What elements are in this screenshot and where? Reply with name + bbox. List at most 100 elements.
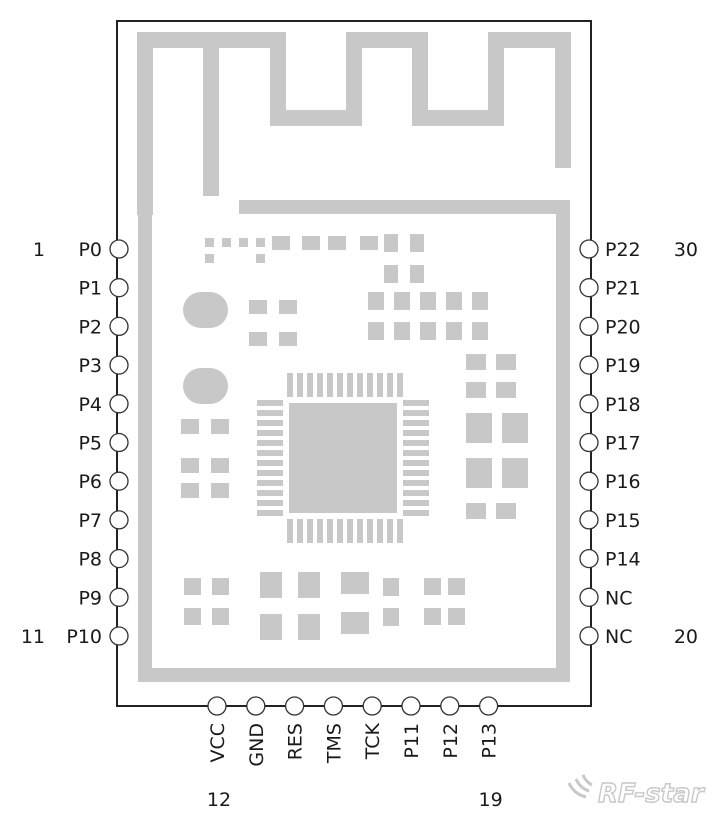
component-pad xyxy=(466,382,486,398)
ic-pin xyxy=(403,430,429,436)
ic-pin xyxy=(257,480,283,486)
left-pin-label: P2 xyxy=(78,316,102,338)
left-pin-pad xyxy=(109,432,129,453)
bottom-pin-label: P11 xyxy=(401,723,423,759)
component-pad xyxy=(446,292,462,310)
ic-pin xyxy=(357,519,363,543)
ic-pin xyxy=(257,450,283,456)
ic-pin xyxy=(297,373,303,397)
component-pad xyxy=(496,354,516,370)
main-ic-chip xyxy=(257,373,429,543)
ic-pin xyxy=(403,490,429,496)
ic-pin xyxy=(297,519,303,543)
right-pin-label: NC xyxy=(605,587,632,609)
right-pin-label: NC xyxy=(605,626,632,648)
component-pad xyxy=(181,419,199,434)
component-pad xyxy=(328,236,346,250)
ic-pin xyxy=(377,373,383,397)
ic-pin xyxy=(403,410,429,416)
left-pin-label: P8 xyxy=(78,549,102,571)
left-pin-label: P1 xyxy=(78,278,102,300)
component-pad xyxy=(184,608,201,625)
crystal-pad xyxy=(183,292,228,328)
ic-pin xyxy=(403,440,429,446)
right-pin-pad xyxy=(579,239,599,259)
bottom-pin-label: RES xyxy=(285,723,307,760)
right-pin-pad xyxy=(579,355,599,375)
ic-pin xyxy=(367,373,373,397)
ic-pin xyxy=(337,373,343,397)
left-pin-label: P4 xyxy=(78,394,102,416)
left-pin-pad xyxy=(109,548,129,569)
component-pad xyxy=(502,458,528,488)
component-pad xyxy=(184,578,201,595)
right-pin-label: P20 xyxy=(605,316,641,338)
right-pin-pad xyxy=(579,316,599,337)
ic-pin xyxy=(317,519,323,543)
right-pin-pad xyxy=(579,432,599,453)
ic-pin xyxy=(327,519,333,543)
component-pad xyxy=(368,292,384,310)
ic-pin xyxy=(307,519,313,543)
component-pad xyxy=(420,292,436,310)
component-pad xyxy=(424,578,441,595)
component-pad xyxy=(341,612,369,634)
ic-pin xyxy=(387,519,393,543)
component-pad xyxy=(279,300,297,314)
crystal-pad xyxy=(183,368,228,404)
right-pin-pad xyxy=(579,626,599,646)
right-pin-label: P14 xyxy=(605,549,641,571)
component-pad xyxy=(448,608,465,625)
right-pin-label: P18 xyxy=(605,394,641,416)
component-pad xyxy=(383,608,399,626)
component-pad xyxy=(205,238,214,247)
ic-pin xyxy=(403,470,429,476)
bottom-pin-label: TMS xyxy=(323,723,345,764)
bottom-pin-label: TCK xyxy=(362,722,384,760)
component-pad xyxy=(394,292,410,310)
ic-pin xyxy=(377,519,383,543)
component-pad xyxy=(472,322,488,340)
ic-pin xyxy=(257,420,283,426)
component-pad xyxy=(256,254,265,263)
component-pad xyxy=(212,578,229,595)
left-pin-pad xyxy=(109,587,129,607)
pcb-antenna-trace xyxy=(137,32,571,215)
right-pin-label: P15 xyxy=(605,510,641,532)
right-pin-pad xyxy=(579,471,599,491)
component-pad xyxy=(424,608,441,625)
component-pad xyxy=(181,483,199,498)
component-pad xyxy=(211,419,229,434)
bottom-pin-pad xyxy=(246,696,266,716)
component-pad xyxy=(181,458,199,473)
left-pin-number: 11 xyxy=(21,626,45,648)
left-pin-pad xyxy=(109,316,129,337)
bottom-pin-pad xyxy=(362,696,382,716)
right-pin-label: P17 xyxy=(605,433,641,455)
left-pin-pad xyxy=(109,278,129,298)
component-pad xyxy=(448,578,465,595)
component-pad xyxy=(466,354,486,370)
right-pin-pad xyxy=(579,278,599,298)
ic-pin xyxy=(257,410,283,416)
brand-logo-text: RF-star xyxy=(598,779,706,809)
component-pad xyxy=(384,265,398,283)
left-pin-label: P6 xyxy=(78,471,102,493)
component-pad xyxy=(496,382,516,398)
bottom-pin-label: P13 xyxy=(479,723,501,759)
component-pad xyxy=(256,238,265,247)
component-pad xyxy=(211,483,229,498)
left-pin-label: P7 xyxy=(78,510,102,532)
ic-pin xyxy=(403,480,429,486)
component-pad xyxy=(394,322,410,340)
ic-pin xyxy=(257,510,283,516)
component-pad xyxy=(298,614,320,640)
component-pad xyxy=(272,236,290,250)
ic-pin xyxy=(367,519,373,543)
bottom-pin-number: 12 xyxy=(207,789,231,811)
ic-pin xyxy=(257,500,283,506)
component-pad xyxy=(211,458,229,473)
ic-pin xyxy=(403,420,429,426)
left-pin-number: 1 xyxy=(33,239,45,261)
ic-pin xyxy=(397,519,403,543)
